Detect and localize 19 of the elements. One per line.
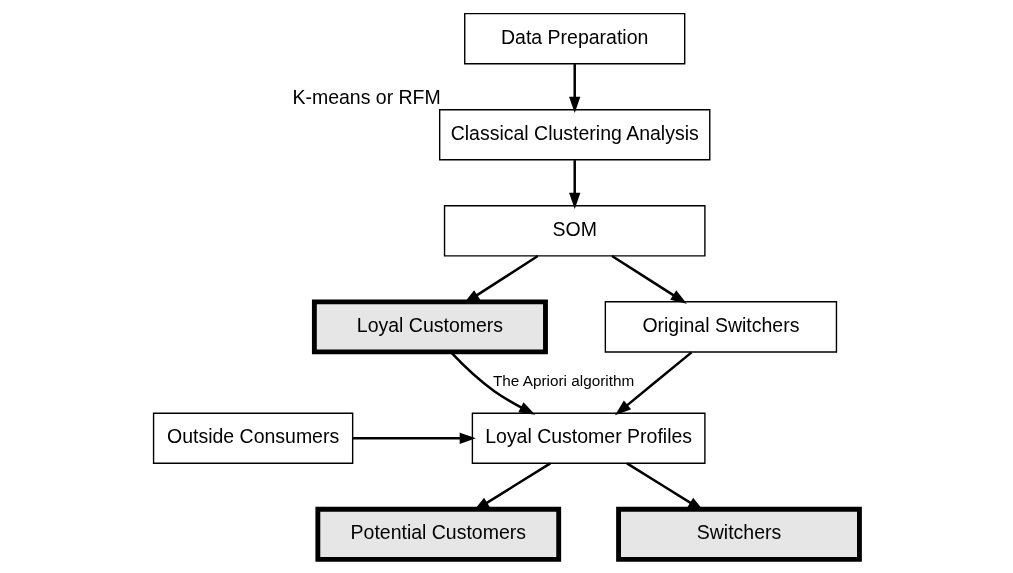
arrow <box>611 254 687 304</box>
node-box: Switchers <box>616 506 862 562</box>
arrow <box>614 351 693 416</box>
arrow <box>569 160 581 209</box>
arrow <box>569 64 581 113</box>
arrow <box>473 462 551 512</box>
node-box: Outside Consumers <box>152 412 354 464</box>
node-box: Classical Clustering Analysis <box>438 109 711 161</box>
node-box: Original Switchers <box>604 301 838 353</box>
arrow <box>626 462 704 512</box>
node-box: Potential Customers <box>315 506 562 562</box>
node-box: Data Preparation <box>464 12 686 65</box>
node-box: Loyal Customer Profiles <box>471 412 706 464</box>
node-box: Loyal Customers <box>311 299 548 355</box>
node-label: K-means or RFM <box>292 86 441 109</box>
arrow <box>352 432 476 444</box>
node-box: SOM <box>443 205 706 257</box>
arrow <box>449 351 536 415</box>
edge-label: The Apriori algorithm <box>493 372 635 390</box>
